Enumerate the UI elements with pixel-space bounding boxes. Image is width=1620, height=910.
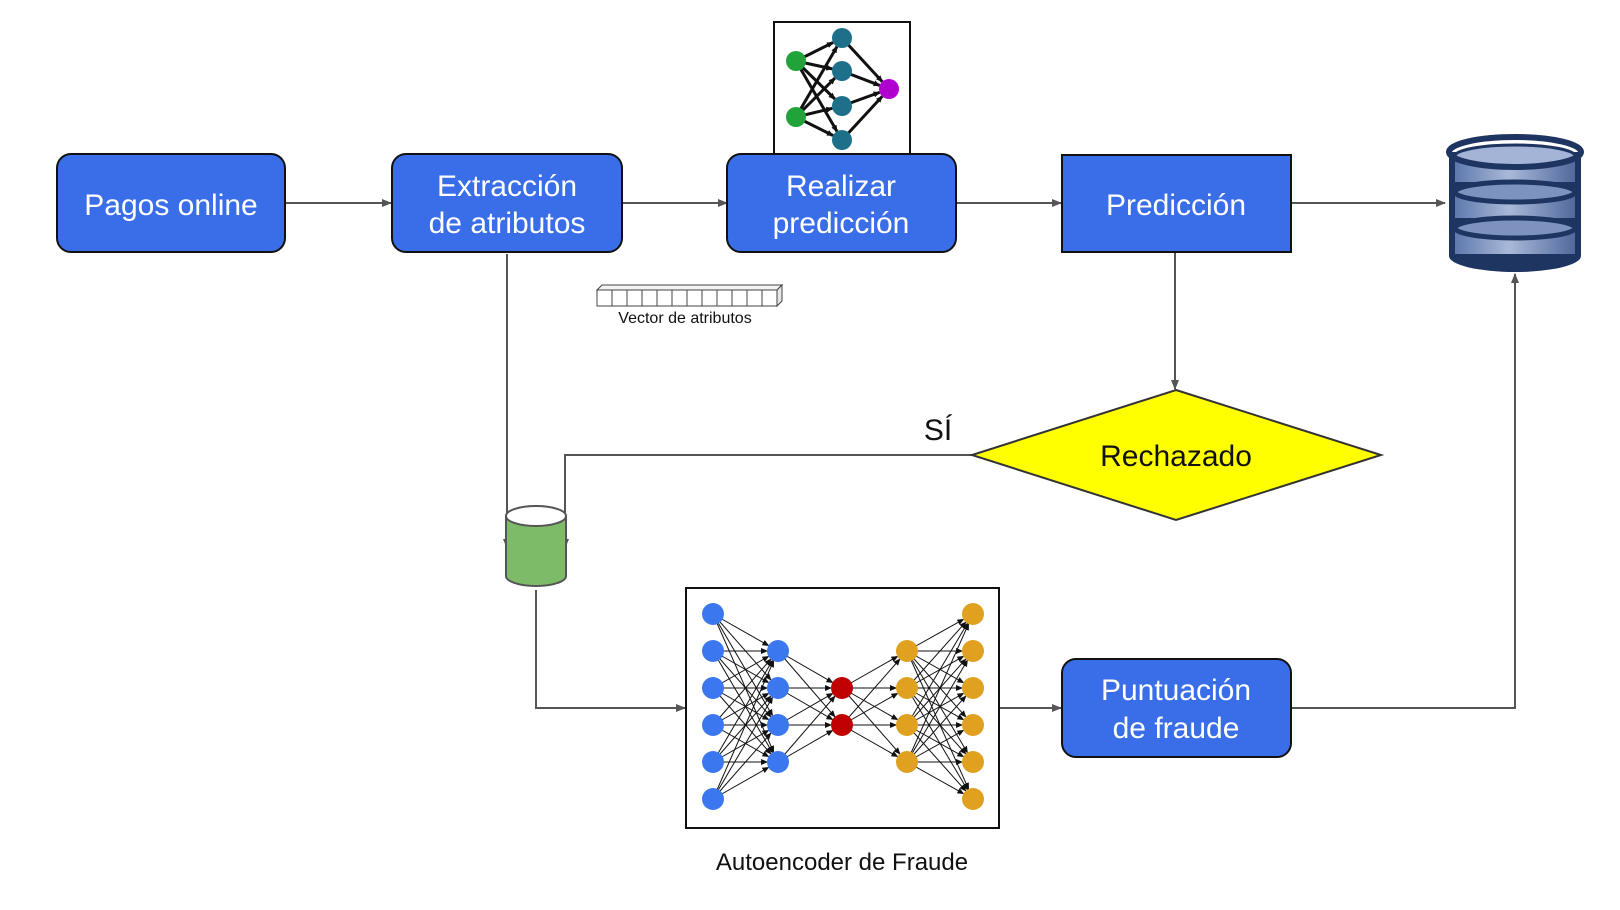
ae-neuron — [962, 751, 984, 773]
nn-connection — [794, 45, 839, 118]
node-online-payments-label: Pagos online — [84, 189, 257, 222]
ae-connection — [712, 658, 772, 726]
node-make-prediction[interactable]: Realizar predicción — [726, 153, 957, 253]
nn-neuron — [786, 107, 806, 127]
ae-neuron — [767, 677, 789, 699]
ae-connection — [777, 695, 836, 763]
ae-neuron — [962, 677, 984, 699]
node-make-prediction-label-line2: predicción — [773, 207, 910, 240]
storage-bucket-icon — [505, 505, 567, 587]
ae-neuron — [702, 788, 724, 810]
ae-neuron — [831, 677, 853, 699]
ae-neuron — [962, 640, 984, 662]
ae-connection — [906, 622, 968, 726]
ae-neuron — [767, 640, 789, 662]
feature-vector-cell — [611, 289, 628, 307]
nn-neuron — [832, 96, 852, 116]
edge-score-to-database — [1289, 273, 1519, 709]
node-fraud-score-label-line1: Puntuación — [1101, 674, 1251, 707]
ae-neuron — [962, 788, 984, 810]
ae-neuron — [702, 677, 724, 699]
node-rejected-decision[interactable]: Rechazado — [968, 388, 1385, 522]
nn-neuron — [832, 61, 852, 81]
ae-neuron — [702, 714, 724, 736]
ae-neuron — [896, 714, 918, 736]
ae-connection — [906, 724, 967, 792]
ae-connection — [906, 687, 967, 755]
ae-connection — [712, 659, 773, 763]
feature-vector-caption: Vector de atributos — [618, 310, 751, 327]
feature-vector-cell — [686, 289, 703, 307]
ae-connection — [906, 650, 967, 718]
ae-connection — [906, 659, 968, 763]
ae-connection — [841, 687, 901, 755]
ae-neuron — [962, 603, 984, 625]
ae-neuron — [702, 751, 724, 773]
ae-connection — [712, 613, 772, 681]
feature-vector-cell — [671, 289, 688, 307]
ae-connection — [712, 687, 772, 755]
feature-vector-cell — [731, 289, 748, 307]
ae-neuron — [702, 603, 724, 625]
feature-vector-cell — [596, 289, 613, 307]
feature-vector-cell — [716, 289, 733, 307]
feature-vector-cell — [656, 289, 673, 307]
node-feature-extraction[interactable]: Extracción de atributos — [391, 153, 623, 253]
ae-neuron — [767, 714, 789, 736]
ae-neuron — [767, 751, 789, 773]
nn-neuron — [786, 51, 806, 71]
ae-connection — [906, 621, 967, 689]
node-fraud-score[interactable]: Puntuación de fraude — [1061, 658, 1292, 758]
ae-connection — [712, 696, 773, 800]
ae-neuron — [962, 714, 984, 736]
feature-vector-cell — [626, 289, 643, 307]
ae-connection — [906, 658, 967, 726]
node-fraud-score-label-line2: de fraude — [1113, 712, 1240, 745]
ae-connection — [712, 613, 775, 753]
node-feature-extraction-label-line1: Extracción — [437, 170, 577, 203]
feature-vector-cell — [701, 289, 718, 307]
ae-neuron — [896, 677, 918, 699]
edge-rejected-yes-to-bucket — [561, 454, 972, 549]
feature-vector-cell — [641, 289, 658, 307]
ae-connection — [777, 650, 836, 718]
ae-connection — [712, 695, 772, 763]
node-rejected-label: Rechazado — [1100, 440, 1252, 473]
ae-neuron — [896, 751, 918, 773]
nn-neuron — [832, 28, 852, 48]
feature-vector-cell — [746, 289, 763, 307]
node-prediction[interactable]: Predicción — [1061, 154, 1292, 253]
neural-network-icon — [773, 21, 911, 155]
connectors — [285, 199, 1519, 712]
ae-connection — [712, 660, 775, 800]
ae-connection — [906, 650, 969, 790]
edge-bucket-to-autoencoder — [535, 590, 686, 712]
feature-vector-icon: Vector de atributos — [595, 283, 784, 327]
feature-vector-top — [595, 284, 784, 291]
autoencoder-caption: Autoencoder de Fraude — [716, 849, 968, 876]
ae-connection — [906, 623, 969, 763]
ae-connection — [712, 650, 772, 718]
database-icon — [1446, 134, 1584, 272]
node-prediction-label: Predicción — [1106, 189, 1246, 222]
yes-branch-label: SÍ — [924, 414, 953, 447]
ae-connection — [906, 695, 967, 763]
autoencoder-icon[interactable] — [685, 587, 1000, 829]
node-make-prediction-label-line1: Realizar — [786, 170, 896, 203]
ae-neuron — [702, 640, 724, 662]
ae-neuron — [831, 714, 853, 736]
ae-neuron — [896, 640, 918, 662]
ae-connection — [712, 732, 772, 800]
ae-connection — [841, 658, 901, 726]
feature-vector-cell — [761, 289, 778, 307]
nn-neuron — [879, 79, 899, 99]
ae-connection — [906, 687, 968, 791]
nn-neuron — [832, 130, 852, 150]
node-online-payments[interactable]: Pagos online — [56, 153, 286, 253]
node-feature-extraction-label-line2: de atributos — [429, 207, 586, 240]
